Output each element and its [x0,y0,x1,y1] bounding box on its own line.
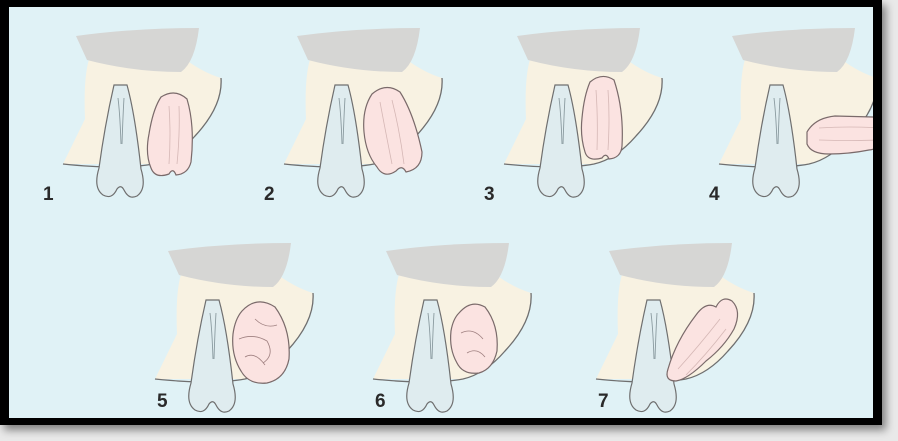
panel-label: 6 [375,391,386,412]
diagram-svg: 1 2 3 [9,7,873,418]
panel-label: 4 [709,184,720,205]
diagram-canvas: 1 2 3 [9,7,873,418]
panel-label: 5 [157,391,168,412]
panel-7: 7 [596,243,754,412]
panel-4: 4 [709,28,873,205]
panel-label: 2 [264,184,275,205]
panel-6: 6 [373,243,531,412]
panel-5: 5 [155,243,313,412]
image-frame: 1 2 3 [0,0,882,425]
panel-label: 3 [484,184,495,205]
panel-3: 3 [484,28,662,205]
panel-label: 7 [598,391,609,412]
panel-1: 1 [43,28,221,205]
panel-2: 2 [264,28,442,205]
panel-label: 1 [43,184,54,205]
